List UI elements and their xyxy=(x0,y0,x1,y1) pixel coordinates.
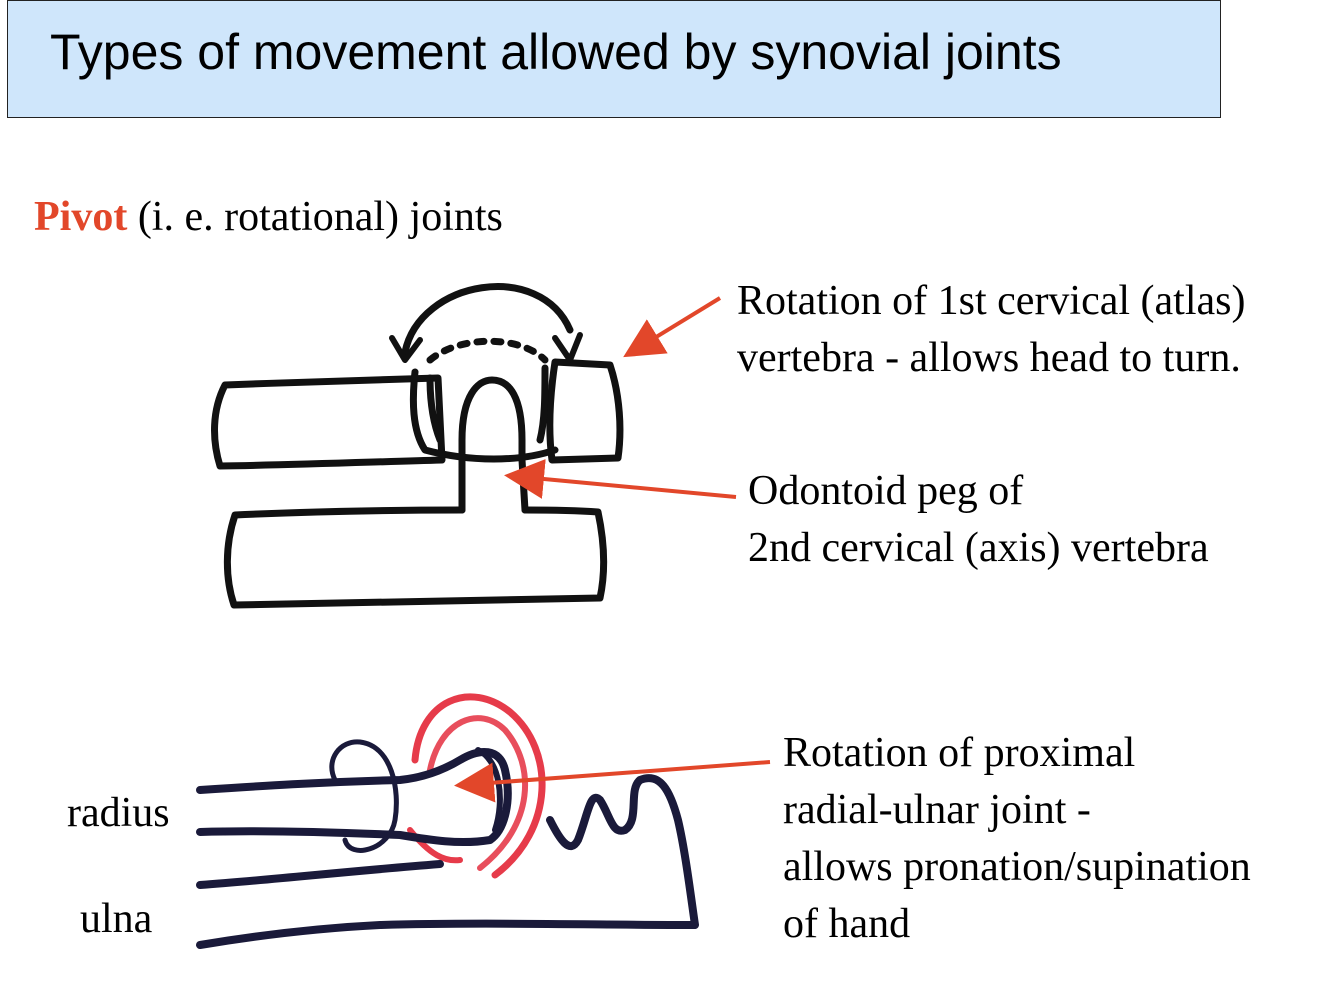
axis-body xyxy=(227,510,603,605)
rotation-arc-dashed xyxy=(430,341,545,360)
arrow-to-atlas xyxy=(630,298,720,353)
atlas-right-block xyxy=(550,362,620,460)
radius-ulna-drawing xyxy=(200,697,695,945)
rotation-arc xyxy=(405,287,570,352)
atlas-axis-drawing xyxy=(215,287,620,605)
radius-bone xyxy=(200,752,508,842)
atlas-left-block xyxy=(215,378,442,466)
odontoid-peg xyxy=(462,380,525,510)
arrow-to-odontoid xyxy=(512,476,736,497)
